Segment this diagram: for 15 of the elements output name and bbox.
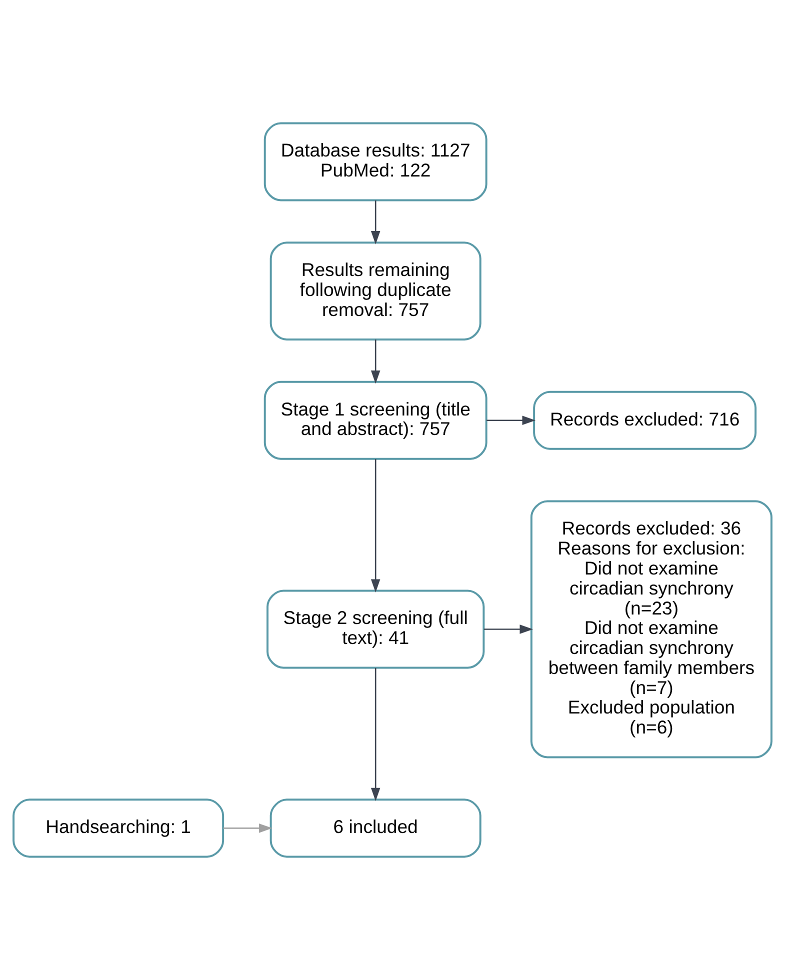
arrow — [484, 624, 534, 634]
node-box: Stage 1 screening (title and abstract): 757 — [264, 380, 488, 460]
node-box: Records excluded: 716 — [533, 390, 757, 450]
arrow — [370, 667, 380, 801]
arrow — [370, 339, 380, 384]
node-box: Records excluded: 36 Reasons for exclusion: Did not examine circadian synchrony (n=23) Did not examine circadian synchrony between family members (n=7) Excluded population (n=6) — [530, 500, 772, 758]
node-box: Handsearching: 1 — [12, 798, 224, 858]
node-box: 6 included — [270, 798, 482, 858]
node-box: Results remaining following duplicate removal: 757 — [270, 241, 482, 340]
arrow — [370, 458, 380, 592]
node-box: Database results: 1127 PubMed: 122 — [264, 122, 488, 201]
node-box: Stage 2 screening (full text): 41 — [266, 589, 485, 668]
arrow — [486, 415, 536, 425]
arrow — [370, 200, 380, 244]
arrow — [223, 823, 272, 832]
